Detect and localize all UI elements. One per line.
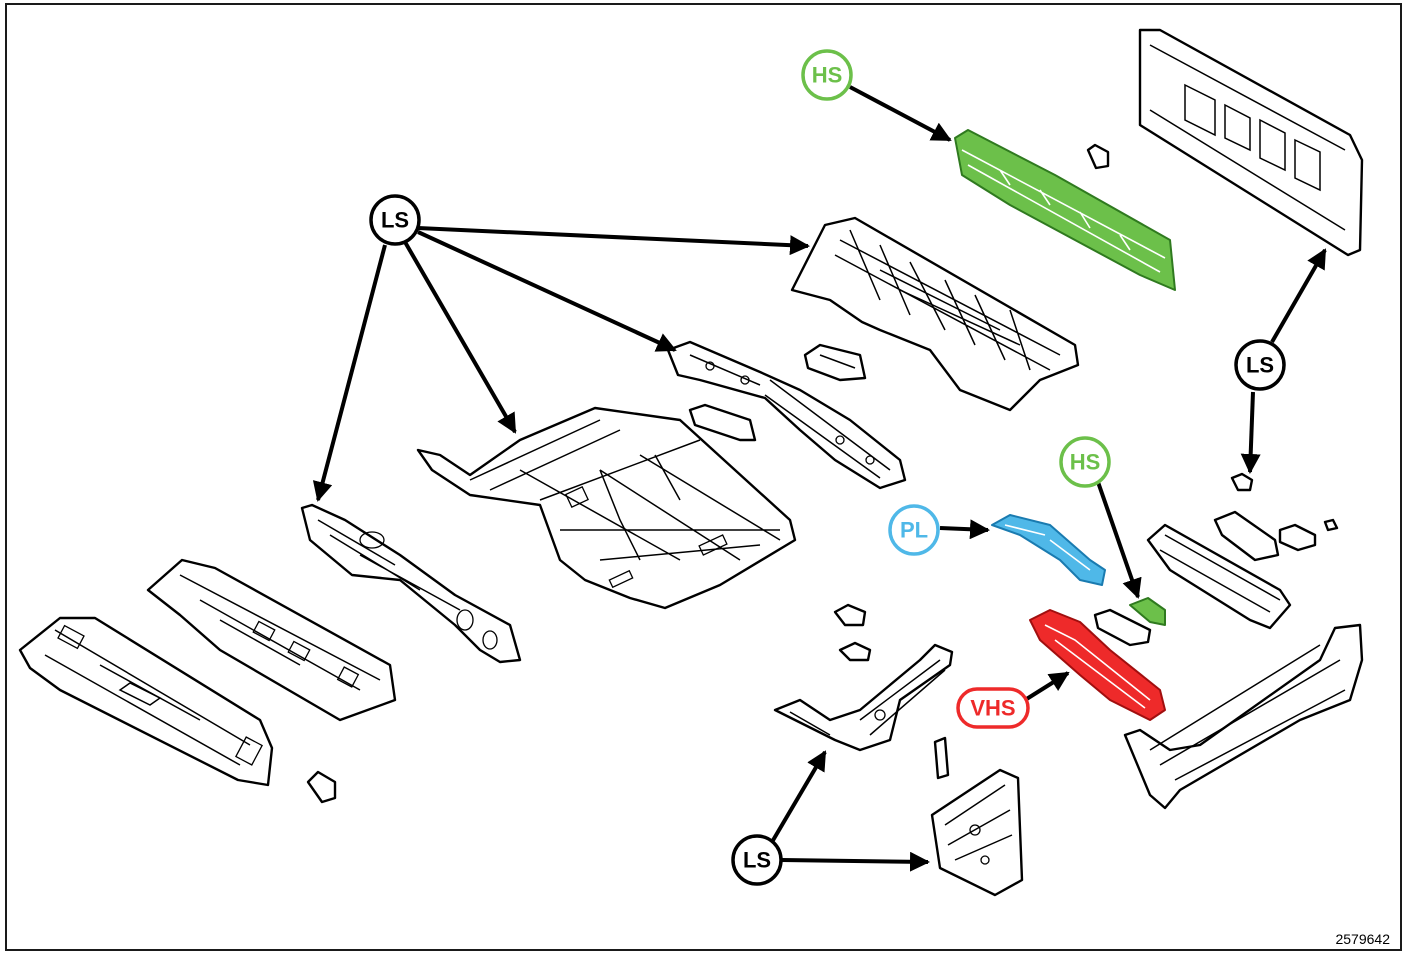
pl-bracket-part	[991, 514, 1106, 586]
callout-vhs-label: VHS	[970, 696, 1015, 721]
callout-ls-bottom: LS	[731, 834, 783, 886]
front-rail-part	[773, 643, 954, 752]
callout-ls-right: LS	[1234, 339, 1286, 391]
arrow-ls-to-hinge-pillar	[781, 851, 930, 872]
rear-rail-small-clip	[1230, 472, 1254, 492]
rear-rail-plate-part	[1278, 523, 1317, 552]
callout-pl-label: PL	[900, 518, 928, 543]
callout-pl: PL	[888, 504, 940, 556]
rear-rocker-sill-part	[1123, 623, 1364, 810]
figure-frame	[5, 3, 1402, 951]
callout-ls-right-label: LS	[1246, 353, 1274, 378]
arrow-ls-to-cross-member	[417, 230, 677, 352]
floor-cross-member-part	[666, 340, 907, 490]
rear-closure-panel-part	[1138, 28, 1364, 257]
rear-rail-inner-part	[1146, 523, 1292, 630]
arrow-ls-to-rail-clip	[1240, 391, 1261, 474]
arrow-ls-to-closure-panel	[1270, 248, 1327, 343]
arrow-ls-to-rear-floor	[417, 226, 810, 256]
small-bracket-left	[306, 770, 337, 804]
arrow-ls-to-front-floor	[403, 240, 517, 434]
rear-rail-bracket-part	[1213, 510, 1280, 562]
callout-ls-bottom-label: LS	[743, 848, 771, 873]
arrow-hs-to-small-bracket	[1096, 481, 1142, 599]
figure-number: 2579642	[1335, 931, 1390, 947]
center-plate-part	[1093, 608, 1152, 647]
callout-hs-top: HS	[801, 49, 853, 101]
small-clip-top	[1086, 143, 1110, 170]
callout-ls-main: LS	[369, 194, 421, 246]
hinge-pillar-tab	[933, 736, 950, 780]
bottom-clip-2	[838, 641, 872, 662]
callout-hs-mid-label: HS	[1070, 450, 1101, 475]
callout-hs-top-label: HS	[812, 63, 843, 88]
center-bracket-small	[688, 403, 757, 442]
lower-dash-panel-part	[18, 616, 274, 787]
callout-hs-mid: HS	[1059, 436, 1111, 488]
dash-cross-member-part	[300, 503, 522, 664]
front-floor-panel-part	[416, 406, 797, 610]
bottom-clip-1	[833, 603, 867, 627]
arrow-vhs-to-reinforcement	[1023, 671, 1070, 702]
seat-bracket-part	[803, 343, 867, 382]
arrow-hs-to-rear-panel	[849, 85, 952, 142]
hs-small-bracket-part	[1129, 597, 1166, 626]
arrow-pl-to-bracket	[939, 519, 990, 540]
arrow-ls-to-dash-cross	[312, 244, 387, 502]
rear-compartment-panel-hs-part	[954, 129, 1176, 291]
rear-rail-tiny-clip	[1323, 518, 1339, 532]
callout-ls-main-label: LS	[381, 208, 409, 233]
upper-dash-panel-part	[146, 558, 397, 722]
callout-vhs: VHS	[956, 687, 1030, 729]
hinge-pillar-part	[930, 768, 1024, 897]
arrows	[312, 85, 1327, 872]
vhs-reinforcement-part	[1029, 609, 1166, 721]
arrow-ls-to-front-rail	[770, 750, 827, 844]
rear-floor-pan-part	[790, 216, 1080, 412]
